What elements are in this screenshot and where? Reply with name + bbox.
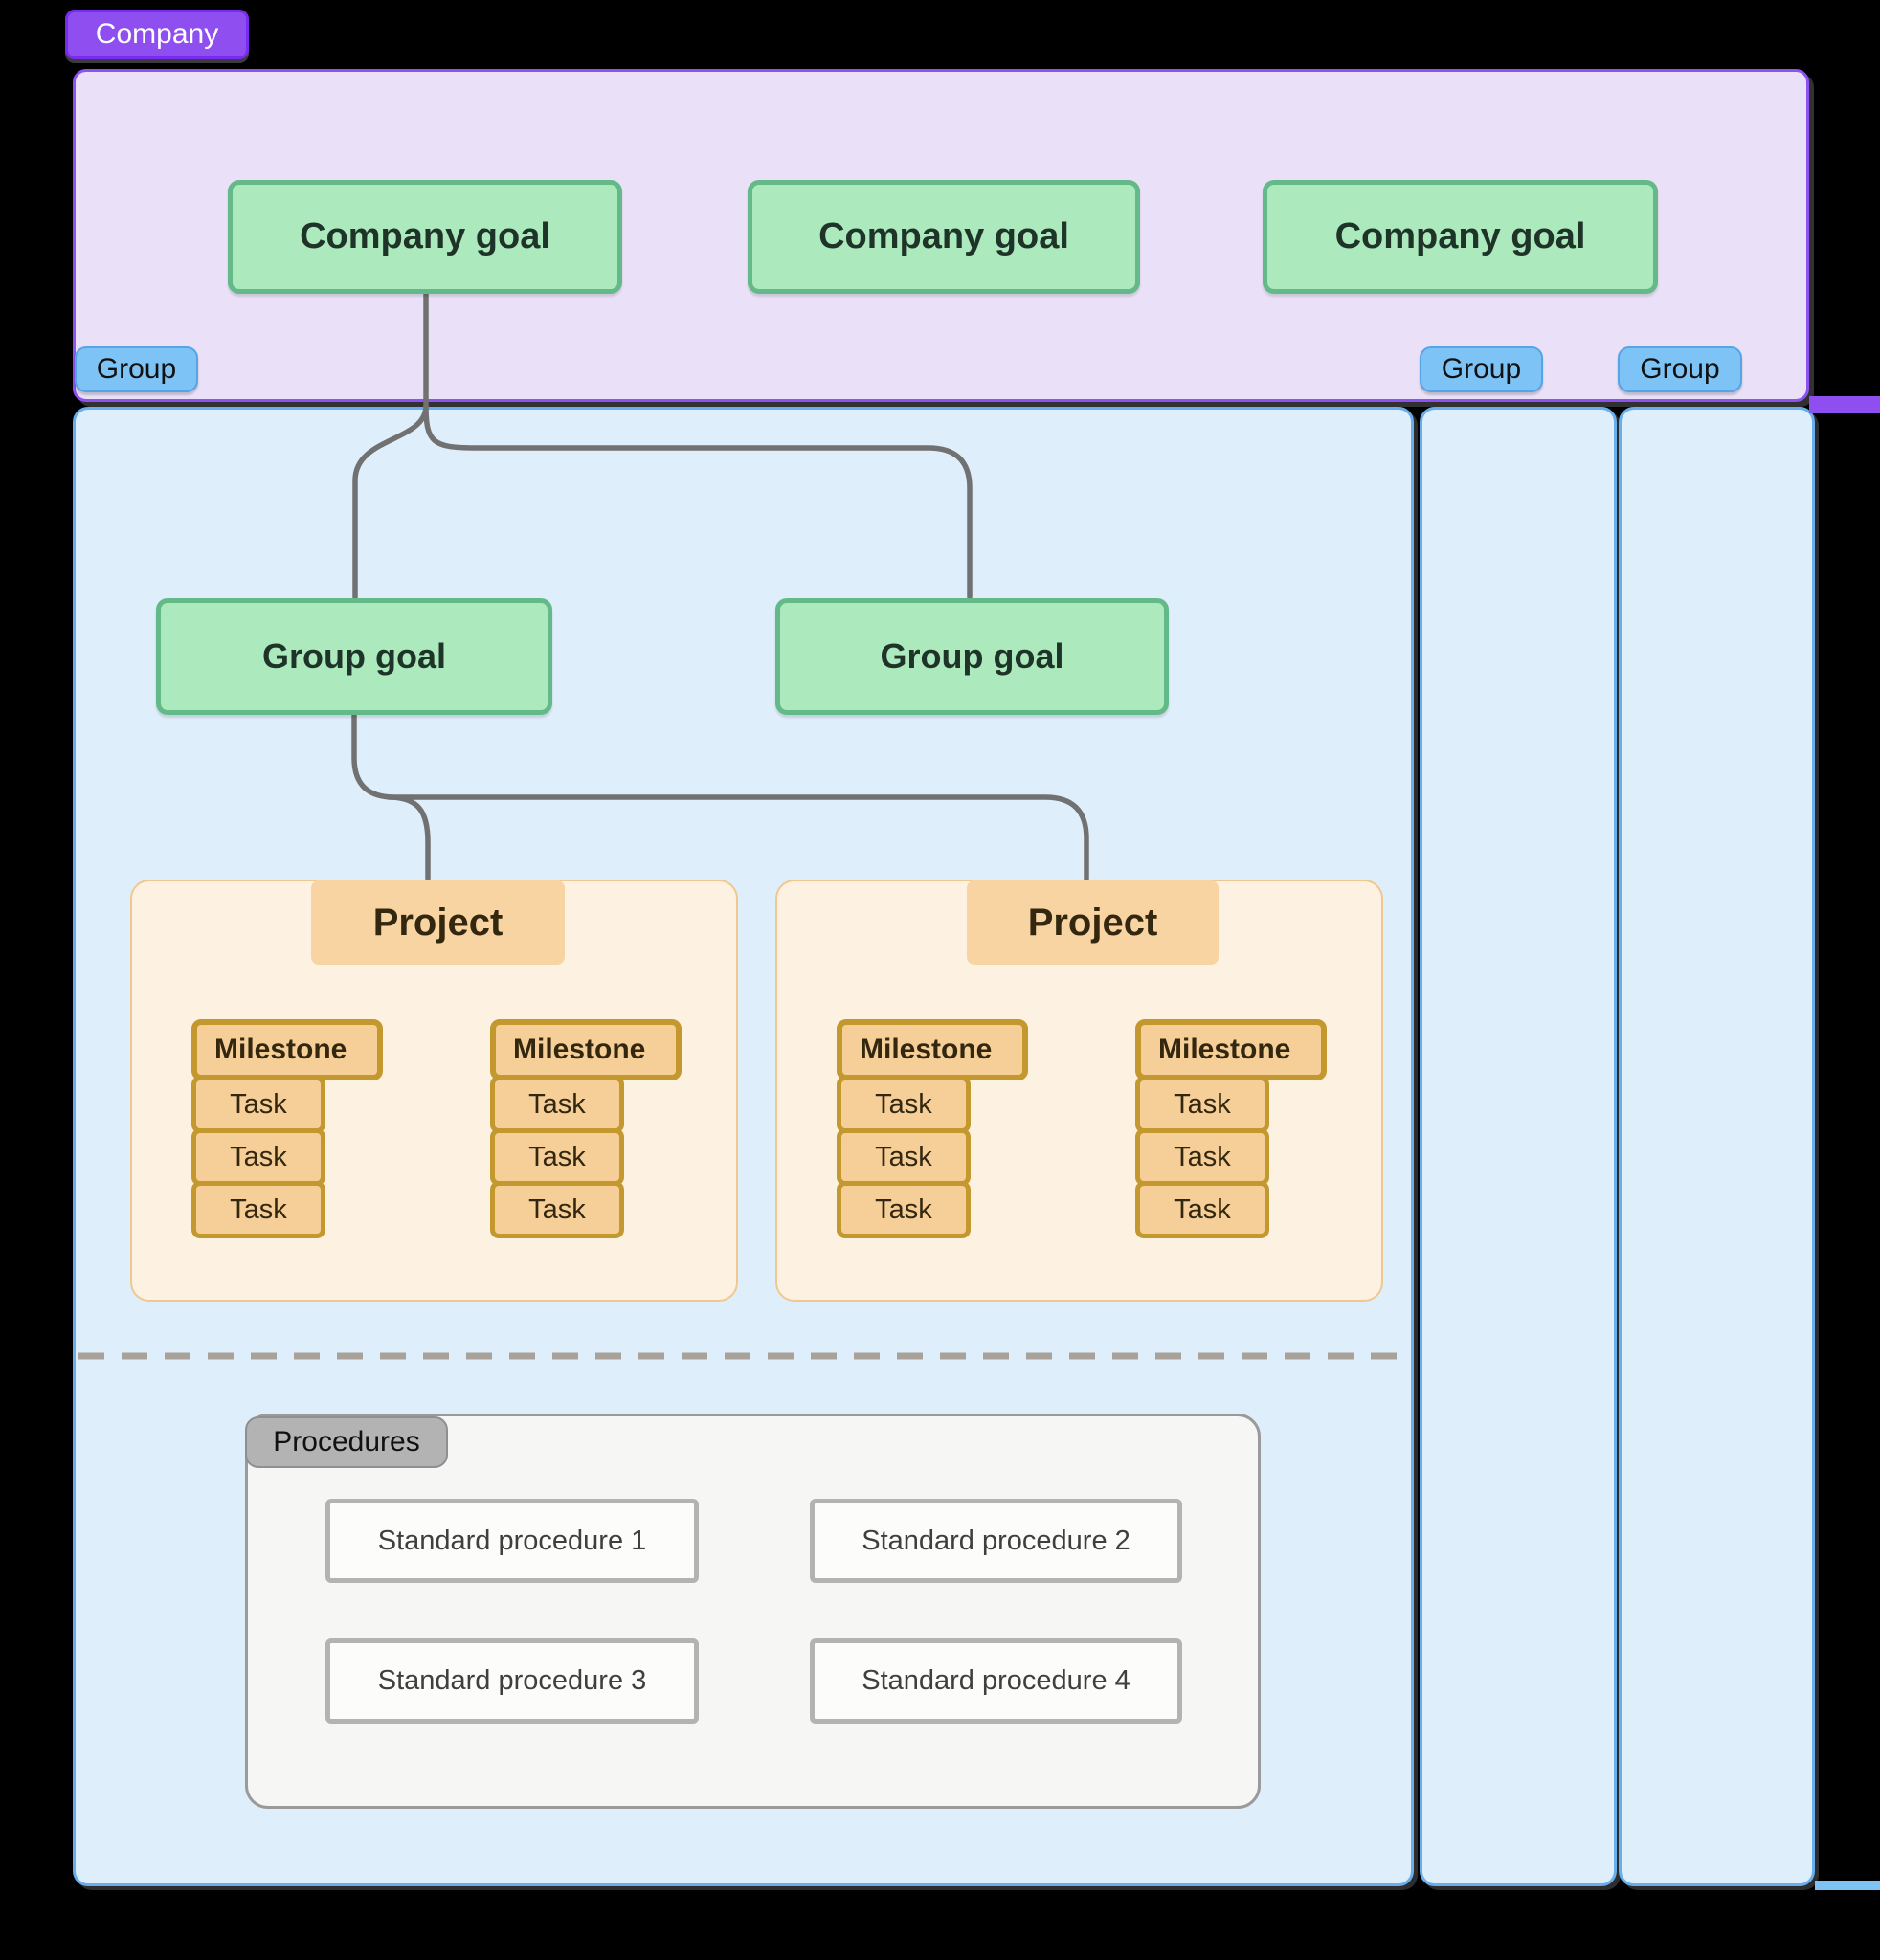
task[interactable]: Task: [191, 1128, 325, 1186]
project-label-2[interactable]: Project: [967, 880, 1219, 965]
group-container-3[interactable]: [1619, 407, 1815, 1886]
task[interactable]: Task: [1135, 1128, 1269, 1186]
milestone[interactable]: Milestone: [490, 1019, 682, 1080]
task[interactable]: Task: [490, 1181, 624, 1238]
standard-procedure-4[interactable]: Standard procedure 4: [810, 1638, 1182, 1724]
task[interactable]: Task: [490, 1076, 624, 1133]
task[interactable]: Task: [1135, 1181, 1269, 1238]
group-goal-1[interactable]: Group goal: [156, 598, 552, 715]
task[interactable]: Task: [837, 1181, 971, 1238]
standard-procedure-3[interactable]: Standard procedure 3: [325, 1638, 699, 1724]
task[interactable]: Task: [837, 1076, 971, 1133]
milestone-group-p2-m2: Milestone Task Task Task: [1135, 1019, 1327, 1238]
company-goal-3[interactable]: Company goal: [1263, 180, 1658, 294]
milestone[interactable]: Milestone: [1135, 1019, 1327, 1080]
milestone-group-p1-m1: Milestone Task Task Task: [191, 1019, 383, 1238]
connector-to-groupgoal-2[interactable]: [423, 403, 973, 600]
group-label-1[interactable]: Group: [75, 346, 198, 392]
project-label-1[interactable]: Project: [311, 880, 565, 965]
connector-to-groupgoal-1[interactable]: [352, 403, 429, 600]
company-goal-1[interactable]: Company goal: [228, 180, 622, 294]
procedures-label[interactable]: Procedures: [245, 1416, 448, 1468]
task[interactable]: Task: [191, 1076, 325, 1133]
milestone[interactable]: Milestone: [191, 1019, 383, 1080]
procedures-container[interactable]: [245, 1414, 1261, 1809]
group-label-2[interactable]: Group: [1420, 346, 1543, 392]
company-label[interactable]: Company: [65, 10, 249, 59]
group-label-3[interactable]: Group: [1618, 346, 1742, 392]
connector-to-project-2[interactable]: [351, 713, 1089, 881]
milestone-group-p1-m2: Milestone Task Task Task: [490, 1019, 682, 1238]
group-goal-2[interactable]: Group goal: [775, 598, 1169, 715]
task[interactable]: Task: [837, 1128, 971, 1186]
milestone[interactable]: Milestone: [837, 1019, 1028, 1080]
task[interactable]: Task: [1135, 1076, 1269, 1133]
company-goal-2[interactable]: Company goal: [748, 180, 1140, 294]
milestone-group-p2-m1: Milestone Task Task Task: [837, 1019, 1028, 1238]
group-container-2[interactable]: [1420, 407, 1617, 1886]
standard-procedure-2[interactable]: Standard procedure 2: [810, 1499, 1182, 1583]
clipped-blue-edge: [1815, 1881, 1880, 1890]
connector-to-project-1[interactable]: [386, 794, 431, 881]
task[interactable]: Task: [191, 1181, 325, 1238]
task[interactable]: Task: [490, 1128, 624, 1186]
standard-procedure-1[interactable]: Standard procedure 1: [325, 1499, 699, 1583]
clipped-purple-edge: [1809, 396, 1880, 413]
